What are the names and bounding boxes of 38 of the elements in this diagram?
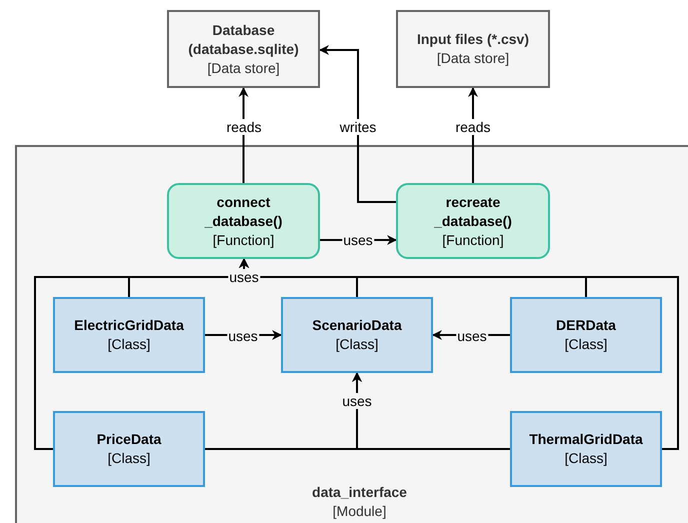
- edge-label: uses: [341, 393, 373, 409]
- node-type: [Class]: [564, 335, 608, 354]
- node-title: ThermalGridData: [529, 430, 643, 449]
- class-box: [510, 411, 662, 487]
- node-title: Database (database.sqlite): [187, 20, 300, 58]
- data-store-box: [396, 10, 550, 88]
- edge-label: writes: [338, 119, 378, 135]
- node-title: data_interface: [312, 483, 407, 502]
- connector-arrow: [319, 45, 396, 203]
- data-store-box: [167, 10, 320, 88]
- edge-label: reads: [454, 119, 492, 135]
- edge-label: uses: [228, 269, 260, 285]
- module-container: [15, 145, 688, 523]
- node-type: [Data store]: [436, 49, 510, 68]
- class-box: [53, 411, 205, 487]
- connector-arrow: [352, 372, 510, 450]
- connector-arrow: [239, 258, 679, 450]
- node-type: [Module]: [332, 502, 386, 521]
- function-box: [396, 183, 550, 259]
- node-title: ScenarioData: [312, 316, 402, 335]
- node-type: [Class]: [108, 335, 150, 354]
- class-box: [53, 297, 205, 373]
- node-type: [Data store]: [207, 58, 280, 78]
- node-title: Input files (*.csv): [416, 30, 530, 49]
- node-type: [Class]: [108, 449, 150, 468]
- function-box: [167, 183, 320, 259]
- node-type: [Class]: [564, 449, 608, 468]
- class-box: [510, 297, 662, 373]
- node-title: DERData: [556, 316, 616, 335]
- edge-label: reads: [225, 119, 263, 135]
- node-title: ElectricGridData: [74, 316, 184, 335]
- node-title: recreate _database(): [433, 192, 513, 230]
- node-title: PriceData: [96, 430, 162, 449]
- node-title: connect _database(): [204, 192, 284, 230]
- node-type: [Function]: [442, 230, 504, 250]
- node-type: [Class]: [336, 335, 378, 354]
- node-type: [Function]: [212, 230, 274, 250]
- class-box: [281, 297, 433, 373]
